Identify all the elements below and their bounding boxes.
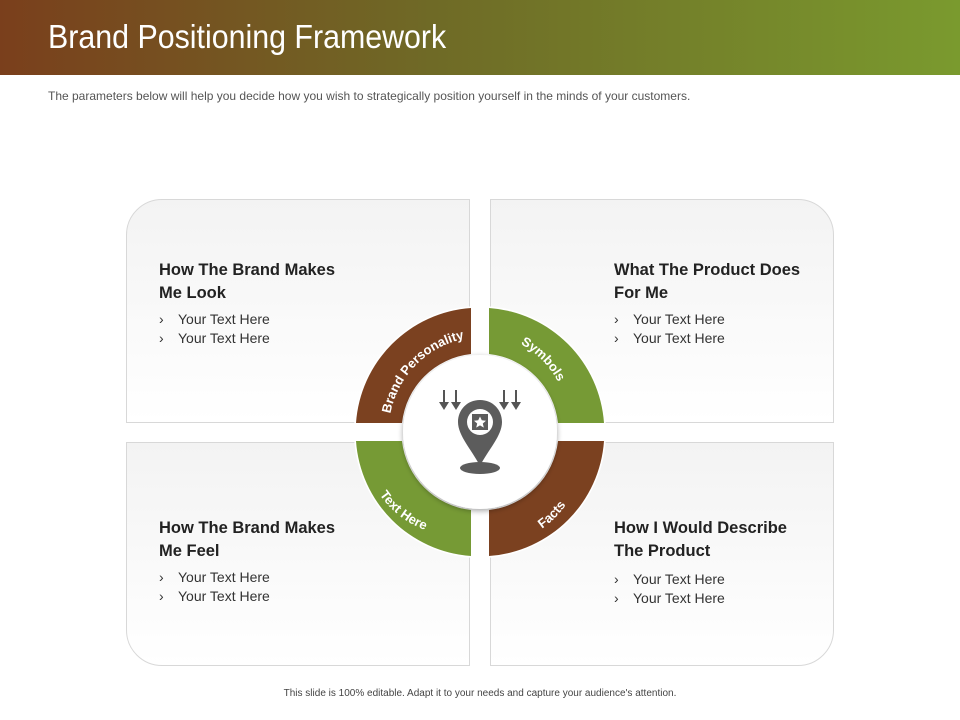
chevron-right-icon: › bbox=[614, 330, 619, 346]
list-item: ›Your Text Here bbox=[159, 311, 270, 327]
quadrant-title: How The Brand Makes Me Feel bbox=[159, 519, 336, 560]
chevron-right-icon: › bbox=[614, 590, 619, 606]
ring-segment-text-here bbox=[356, 441, 471, 556]
chevron-right-icon: › bbox=[614, 311, 619, 327]
down-arrows-icon bbox=[439, 390, 521, 410]
page-subtitle: The parameters below will help you decid… bbox=[48, 89, 691, 103]
chevron-right-icon: › bbox=[614, 571, 619, 587]
chevron-right-icon: › bbox=[159, 588, 164, 604]
quadrant-title: How I Would Describe The Product bbox=[614, 519, 787, 560]
header-banner: Brand Positioning Framework bbox=[0, 0, 960, 75]
ring-segment-symbols bbox=[489, 308, 604, 423]
bullet-list: ›Your Text Here ›Your Text Here bbox=[159, 310, 270, 348]
footer-note: This slide is 100% editable. Adapt it to… bbox=[283, 688, 677, 699]
list-item: ›Your Text Here bbox=[614, 330, 725, 346]
list-item: ›Your Text Here bbox=[614, 571, 725, 587]
page-title: Brand Positioning Framework bbox=[48, 18, 447, 55]
quadrant-title: How The Brand Makes Me Look bbox=[159, 261, 336, 302]
list-item: ›Your Text Here bbox=[614, 590, 725, 606]
chevron-right-icon: › bbox=[159, 330, 164, 346]
list-item: ›Your Text Here bbox=[159, 588, 270, 604]
bullet-list: ›Your Text Here ›Your Text Here bbox=[614, 310, 725, 348]
location-pin-star-icon bbox=[458, 400, 502, 474]
quadrant-title: What The Product Does For Me bbox=[614, 261, 801, 302]
bullet-list: ›Your Text Here ›Your Text Here bbox=[159, 568, 270, 606]
list-item: ›Your Text Here bbox=[614, 311, 725, 327]
list-item: ›Your Text Here bbox=[159, 330, 270, 346]
ring-segment-facts bbox=[489, 441, 604, 556]
bullet-list: ›Your Text Here ›Your Text Here bbox=[614, 570, 725, 608]
chevron-right-icon: › bbox=[159, 569, 164, 585]
chevron-right-icon: › bbox=[159, 311, 164, 327]
ring-segment-brand-personality bbox=[356, 308, 471, 423]
list-item: ›Your Text Here bbox=[159, 569, 270, 585]
